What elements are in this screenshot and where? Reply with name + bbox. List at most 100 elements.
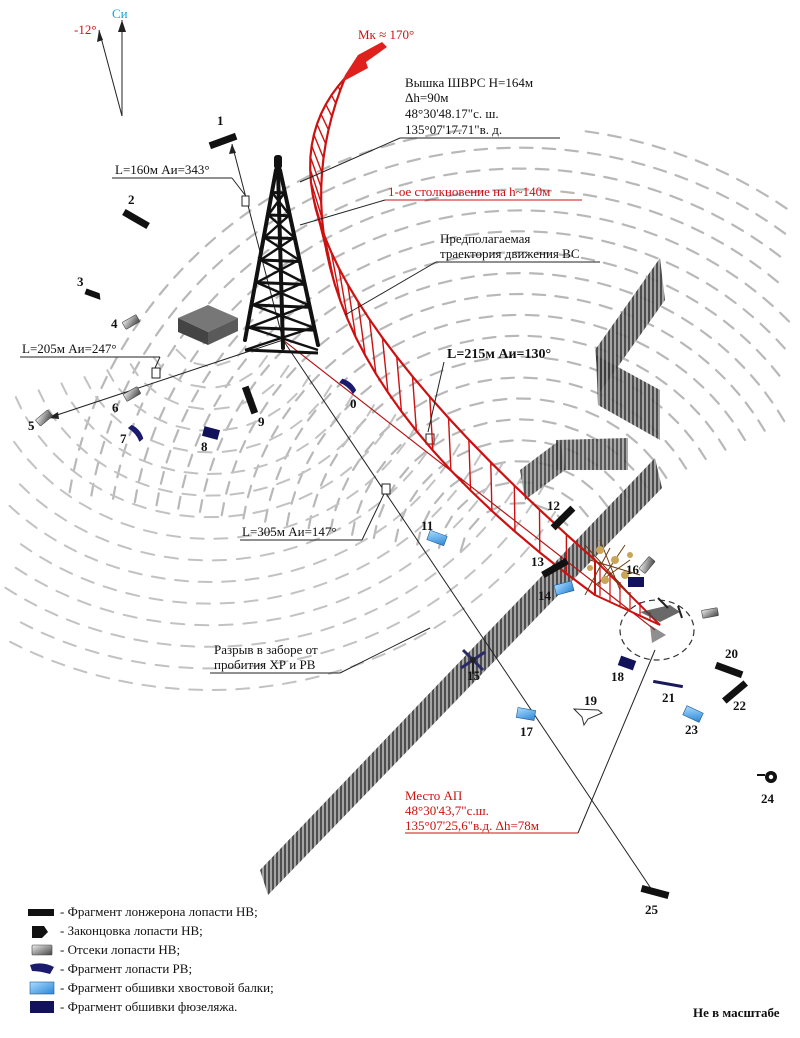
fragment-17: 17	[515, 707, 537, 739]
crash-label-1: Место АП	[405, 788, 462, 803]
true-north-label: Си	[112, 6, 128, 21]
trajectory-annotation: Предполагаемая траектория движения ВС	[344, 231, 600, 316]
fragment-number-20: 20	[725, 646, 738, 661]
trajectory-label-2: траектория движения ВС	[440, 246, 580, 261]
fragment-4: 4	[111, 314, 140, 331]
legend-label: - Отсеки лопасти НВ;	[60, 942, 180, 957]
legend-item-tail-boom-skin: - Фрагмент обшивки хвостовой балки;	[29, 980, 274, 995]
legend: - Фрагмент лонжерона лопасти НВ; - Законц…	[28, 904, 274, 1014]
fragment-number-19: 19	[584, 693, 598, 708]
tower-info: Вышка ШВРС H=164м Δh=90м 48°30'48.17"с. …	[299, 75, 560, 183]
fragment-number-12: 12	[547, 498, 560, 513]
legend-item-tail-blade: - Фрагмент лопасти РВ;	[30, 961, 192, 976]
fragment-number-3: 3	[77, 274, 84, 289]
heading-label: Мк ≈ 170°	[358, 27, 414, 42]
fragment-23: 23	[682, 705, 704, 737]
legend-symbol-section	[31, 944, 53, 956]
fragment-number-14: 14	[538, 588, 552, 603]
tower-dh: Δh=90м	[405, 90, 448, 105]
fragment-19: 19	[572, 693, 603, 727]
trajectory-ribbon	[282, 77, 661, 631]
tower-lon: 135°07'17.71"в. д.	[405, 122, 502, 137]
legend-item-fuselage-skin: - Фрагмент обшивки фюзеляжа.	[30, 999, 237, 1014]
scale-note: Не в масштабе	[693, 1005, 780, 1020]
fragment-25: 25	[640, 884, 670, 917]
fragment-number-2: 2	[128, 192, 135, 207]
fragment-number-24: 24	[761, 791, 775, 806]
collision-label: 1-ое столкновение на h~140м	[388, 184, 550, 199]
legend-symbol-tip	[32, 926, 48, 938]
legend-symbol-spar	[28, 909, 54, 916]
tower-icon	[243, 155, 320, 355]
fragment-12: 12	[547, 498, 576, 531]
fragment-number-22: 22	[733, 698, 746, 713]
fragment-24: 24	[757, 771, 777, 806]
fragment-number-21: 21	[662, 690, 675, 705]
crash-label-3: 135°07'25,6"в.д. Δh=78м	[405, 818, 539, 833]
heading-arrow: Мк ≈ 170°	[342, 27, 414, 82]
legend-label: - Фрагмент обшивки хвостовой балки;	[60, 980, 274, 995]
tower-title: Вышка ШВРС H=164м	[405, 75, 533, 90]
magnetic-north-label: -12°	[74, 22, 97, 37]
fragment-number-6: 6	[112, 400, 119, 415]
fragment-number-8: 8	[201, 439, 208, 454]
fence-annotation: Разрыв в заборе от пробития ХР и РВ	[210, 627, 431, 674]
fragment-number-18: 18	[611, 669, 625, 684]
distance-5: L=205м Аи=247°	[22, 341, 117, 356]
legend-symbol-tail-boom-skin	[29, 981, 55, 995]
fragment-8: 8	[201, 426, 221, 454]
fragment-0: 0	[339, 378, 357, 411]
legend-item-spar: - Фрагмент лонжерона лопасти НВ;	[28, 904, 258, 919]
fragment-3: 3	[77, 274, 101, 300]
legend-item-tip: - Законцовка лопасти НВ;	[32, 923, 203, 938]
fragment-number-13: 13	[531, 554, 545, 569]
fragment-22: 22	[722, 680, 748, 713]
fragment-number-23: 23	[685, 722, 699, 737]
fragment-18: 18	[611, 655, 637, 684]
fragment-number-7: 7	[120, 431, 127, 446]
fragment-16: 16	[626, 562, 644, 587]
tower-lat: 48°30'48.17"с. ш.	[405, 106, 499, 121]
crash-site	[584, 539, 695, 661]
fragment-7: 7	[120, 424, 144, 446]
fragment-11: 11	[421, 518, 448, 547]
legend-label: - Фрагмент обшивки фюзеляжа.	[60, 999, 237, 1014]
fragment-number-16: 16	[626, 562, 640, 577]
fragment-15: 15	[460, 648, 486, 683]
fence-label-2: пробития ХР и РВ	[214, 657, 316, 672]
fragment-6: 6	[112, 386, 141, 415]
legend-symbol-fuselage-skin	[30, 1001, 54, 1013]
fence-label-1: Разрыв в заборе от	[214, 642, 318, 657]
legend-symbol-tail-blade	[30, 963, 54, 974]
fragment-number-5: 5	[28, 418, 35, 433]
crash-annotation: Место АП 48°30'43,7"с.ш. 135°07'25,6"в.д…	[405, 649, 656, 834]
distance-1: L=160м Аи=343°	[115, 162, 210, 177]
fragment-21: 21	[652, 679, 684, 705]
fragment-9: 9	[241, 385, 265, 429]
fragment-2: 2	[122, 192, 150, 230]
crash-label-2: 48°30'43,7"с.ш.	[405, 803, 489, 818]
distance-crash: L=215м Аи=130°	[447, 347, 551, 362]
fragment-14: 14	[538, 580, 575, 603]
fragment-1: 1	[208, 113, 238, 150]
fragment-5: 5	[28, 409, 53, 433]
legend-label: - Фрагмент лонжерона лопасти НВ;	[60, 904, 258, 919]
fragment-13: 13	[531, 554, 569, 579]
legend-item-section: - Отсеки лопасти НВ;	[31, 942, 180, 957]
distance-labels: L=160м Аи=343° L=205м Аи=247° L=305м Аи=…	[20, 162, 551, 541]
legend-label: - Законцовка лопасти НВ;	[60, 923, 203, 938]
fragment-number-4: 4	[111, 316, 118, 331]
fragment-20: 20	[714, 646, 744, 679]
north-arrows: -12° Си	[74, 6, 128, 117]
fragment-number-1: 1	[217, 113, 224, 128]
distance-25: L=305м Аи=147°	[242, 524, 337, 539]
building	[178, 305, 238, 345]
line-break-marks	[151, 195, 435, 495]
legend-label: - Фрагмент лопасти РВ;	[60, 961, 192, 976]
fragment-number-9: 9	[258, 414, 265, 429]
collision-annotation: 1-ое столкновение на h~140м	[299, 184, 582, 226]
fragment-number-11: 11	[421, 518, 433, 533]
fragment-number-0: 0	[350, 396, 357, 411]
